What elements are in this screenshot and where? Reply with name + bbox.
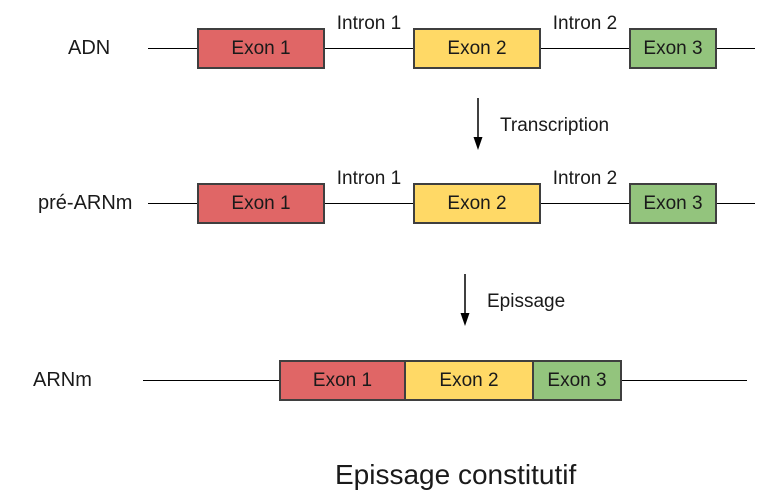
transcription-label: Transcription (500, 115, 610, 136)
pre-arnm-line-left (148, 203, 197, 204)
adn-exon3-box: Exon 3 (629, 28, 717, 69)
pre-arnm-intron2-line (541, 203, 629, 204)
pre-arnm-intron1-label: Intron 1 (336, 168, 402, 189)
adn-intron1-label: Intron 1 (336, 13, 402, 34)
pre-arnm-line-right (717, 203, 755, 204)
adn-exon2-box: Exon 2 (413, 28, 541, 69)
pre-arnm-exon3-box: Exon 3 (629, 183, 717, 224)
adn-line-right (717, 48, 755, 49)
arnm-exon1-box: Exon 1 (279, 360, 406, 401)
arnm-line-right (622, 380, 747, 381)
arnm-line-left (143, 380, 279, 381)
pre-arnm-intron1-line (325, 203, 413, 204)
arnm-exon3-box: Exon 3 (532, 360, 622, 401)
diagram-title: Epissage constitutif (335, 459, 577, 490)
epissage-label: Epissage (487, 291, 566, 312)
row-label-pre-arnm: pré-ARNm (38, 192, 133, 214)
adn-intron2-label: Intron 2 (552, 13, 618, 34)
pre-arnm-exon2-box: Exon 2 (413, 183, 541, 224)
transcription-down-arrow-icon (473, 98, 483, 150)
adn-exon1-box: Exon 1 (197, 28, 325, 69)
pre-arnm-intron2-label: Intron 2 (552, 168, 618, 189)
adn-intron1-line (325, 48, 413, 49)
epissage-down-arrow-icon (460, 274, 470, 326)
arnm-exon2-box: Exon 2 (404, 360, 534, 401)
row-label-adn: ADN (68, 37, 111, 59)
adn-line-left (148, 48, 197, 49)
row-label-arnm: ARNm (33, 369, 92, 391)
pre-arnm-exon1-box: Exon 1 (197, 183, 325, 224)
adn-intron2-line (541, 48, 629, 49)
